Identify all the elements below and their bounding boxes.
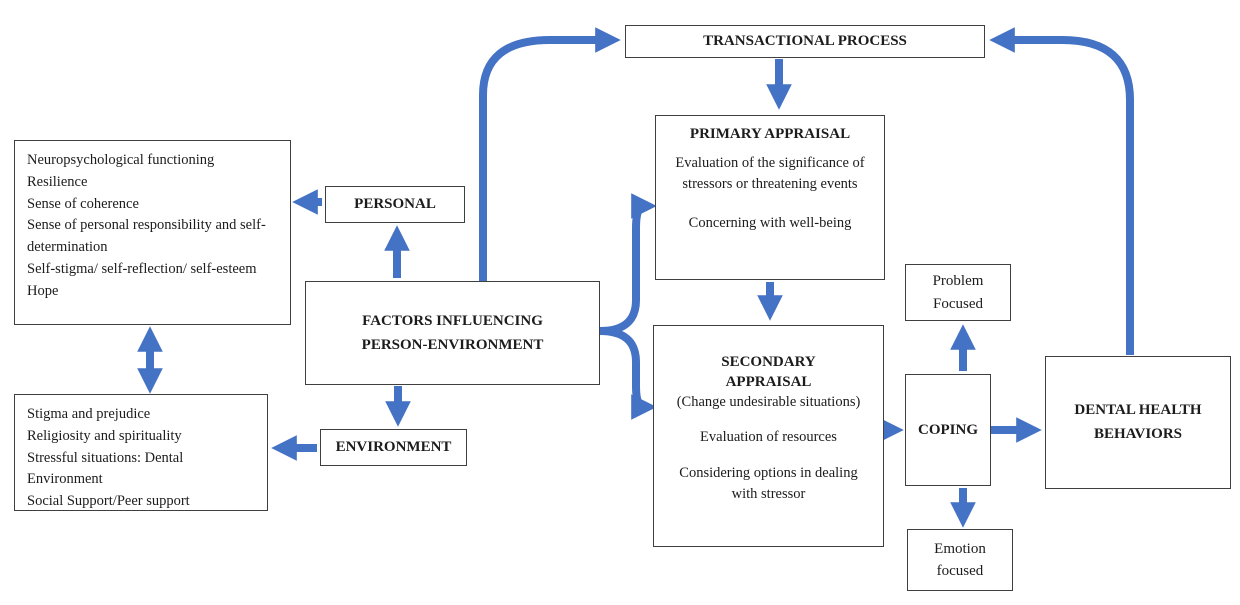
primary-appraisal-body: Evaluation of the significance of stress… [675,155,865,193]
emotion-focused-title: Emotion focused [934,540,986,580]
transactional-process-title: TRANSACTIONAL PROCESS [703,33,907,49]
environment-box: ENVIRONMENT [320,429,467,466]
secondary-appraisal-subtitle: (Change undesirable situations) [676,393,861,410]
secondary-appraisal-body: Evaluation of resources [700,429,837,446]
environment-factors-text: Stigma and prejudice Religiosity and spi… [27,406,190,509]
secondary-appraisal-title: SECONDARY APPRAISAL [721,354,816,391]
personal-factors-text: Neuropsychological functioning Resilienc… [27,152,266,299]
primary-appraisal-box: PRIMARY APPRAISAL Evaluation of the sign… [655,115,885,280]
personal-factors-box: Neuropsychological functioning Resilienc… [14,140,291,325]
arrow-factors-to-secondary [599,327,657,420]
problem-focused-title: Problem Focused [932,273,984,312]
emotion-focused-box: Emotion focused [907,529,1013,591]
secondary-appraisal-box: SECONDARY APPRAISAL (Change undesirable … [653,325,884,547]
factors-box: FACTORS INFLUENCING PERSON-ENVIRONMENT [305,281,600,385]
arrow-group [137,27,1134,528]
transactional-process-box: TRANSACTIONAL PROCESS [625,25,985,58]
environment-factors-box: Stigma and prejudice Religiosity and spi… [14,394,268,511]
problem-focused-box: Problem Focused [905,264,1011,321]
arrow-factors-to-primary [599,193,657,335]
primary-appraisal-note: Concerning with well-being [688,215,852,232]
personal-box: PERSONAL [325,186,465,223]
factors-title: FACTORS INFLUENCING PERSON-ENVIRONMENT [361,313,544,353]
coping-title: COPING [918,421,978,438]
environment-title: ENVIRONMENT [335,439,452,455]
arrow-dental-to-transactional [989,27,1134,355]
dental-health-behaviors-box: DENTAL HEALTH BEHAVIORS [1045,356,1231,489]
coping-box: COPING [905,374,991,486]
secondary-appraisal-note: Considering options in dealing with stre… [679,465,858,503]
primary-appraisal-title: PRIMARY APPRAISAL [689,126,851,142]
personal-title: PERSONAL [354,196,436,212]
arrow-factors-to-transactional [479,27,621,281]
dental-health-behaviors-title: DENTAL HEALTH BEHAVIORS [1074,402,1202,442]
